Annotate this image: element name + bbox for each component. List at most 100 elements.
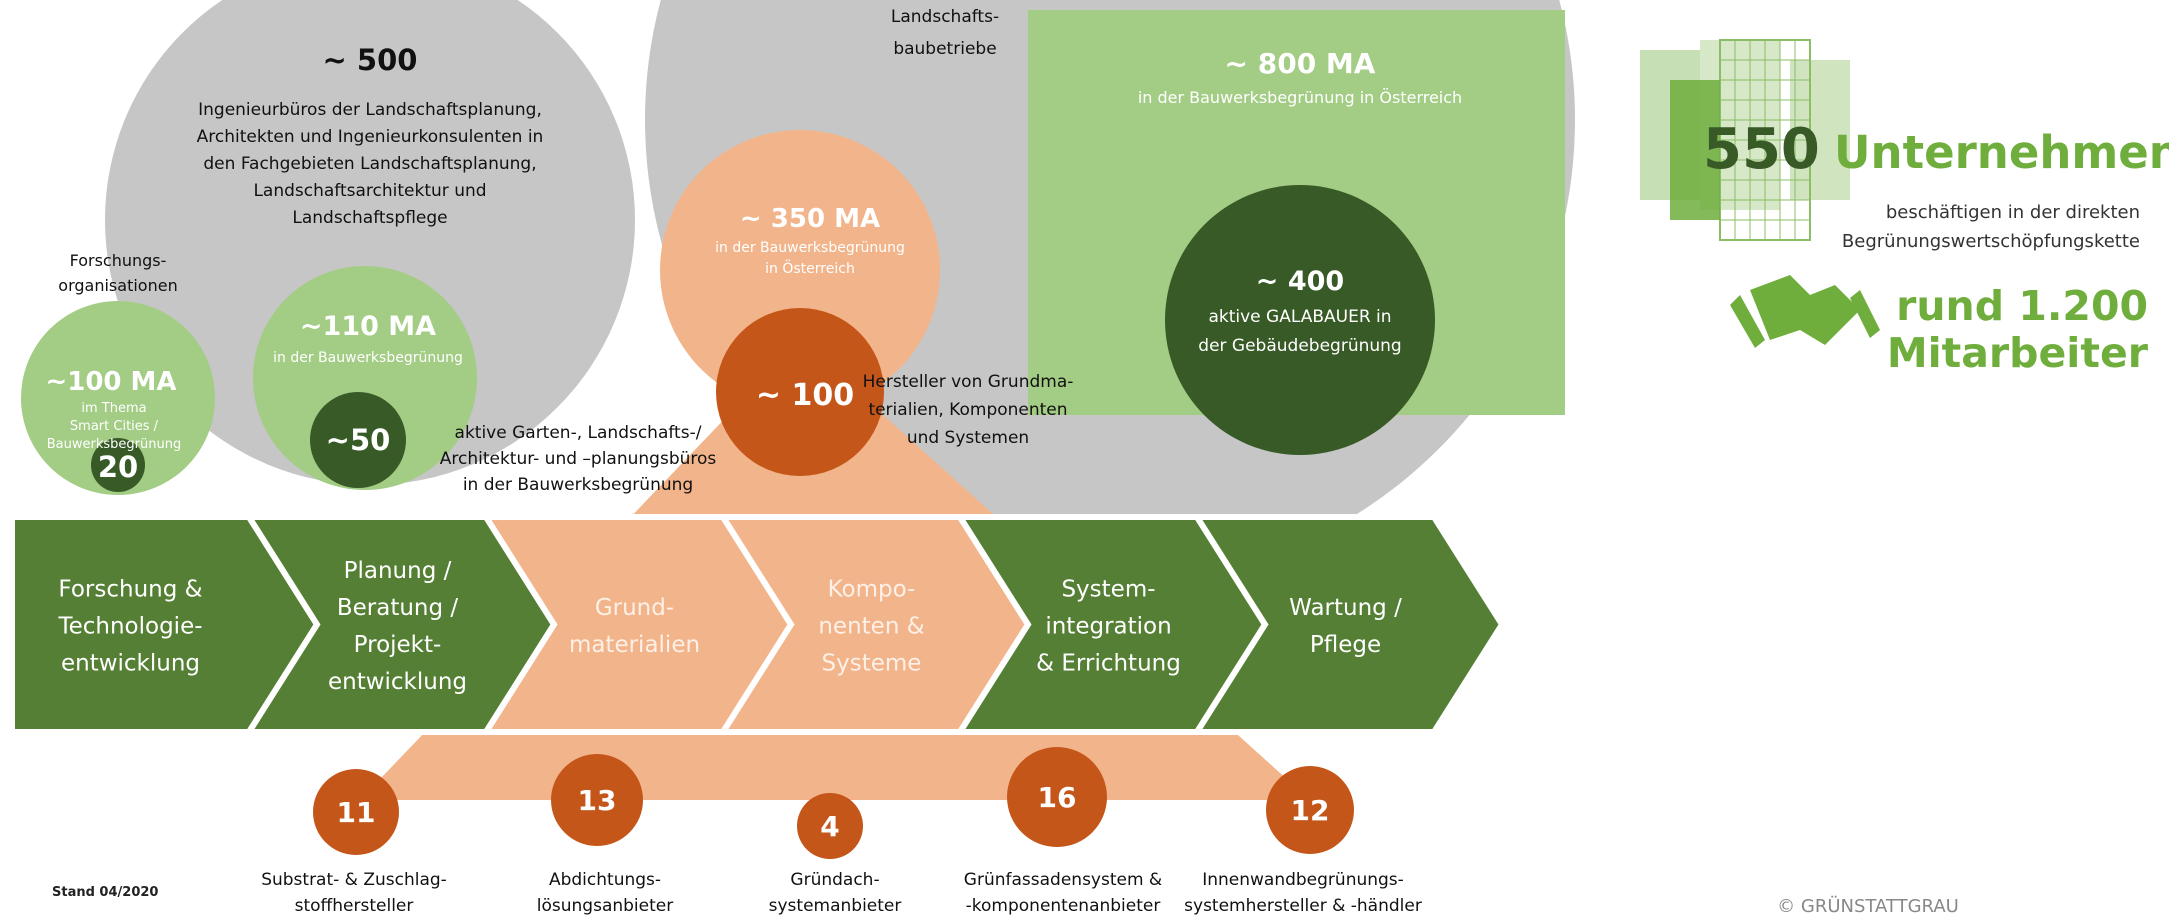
chain-step-label: Forschung & [58, 577, 202, 603]
research-ma-subtitle-line: im Thema [81, 401, 146, 416]
companies-subtitle: beschäftigen in der direktenBegrünungswe… [1842, 202, 2140, 252]
planning-ma-circle [253, 266, 477, 490]
segment-label-line: Abdichtungs- [549, 870, 661, 890]
manufacturers-description: Hersteller von Grundma-terialien, Kompon… [863, 372, 1074, 448]
planning-offices-line: Ingenieurbüros der Landschaftsplanung, [198, 100, 542, 120]
chain-step-label: Beratung / [337, 595, 459, 621]
research-ma-value: ~100 MA [45, 367, 176, 397]
manufacturers-description-line: terialien, Komponenten [868, 400, 1067, 420]
date-stamp: Stand 04/2020 [52, 885, 158, 900]
landscape-label-line: baubetriebe [893, 39, 996, 59]
segment-count-circle [1266, 766, 1354, 854]
chain-step-label: nenten & [818, 614, 924, 640]
chain-step-label: entwicklung [61, 651, 200, 677]
research-ma-subtitle-line: Bauwerksbegrünung [47, 437, 181, 452]
galabauer-description-line: der Gebäudebegrünung [1198, 336, 1401, 356]
planning-count-description-line: aktive Garten-, Landschafts-/ [455, 423, 702, 443]
value-chain: Forschung & Technologie-entwicklung Planun… [9, 514, 1506, 735]
segment-label-line: Innenwandbegrünungs- [1202, 870, 1404, 890]
planning-offices-line: den Fachgebieten Landschaftsplanung, [203, 154, 536, 174]
research-ma-subtitle-line: Smart Cities / [70, 419, 159, 434]
segment-label-line: -komponentenanbieter [966, 896, 1161, 916]
segment-label-line: systemanbieter [769, 896, 902, 916]
planning-count-description-line: in der Bauwerksbegrünung [463, 475, 693, 495]
segment-label-line: Grünfassadensystem & [964, 870, 1162, 890]
planning-ma-subtitle: in der Bauwerksbegrünung [273, 350, 463, 366]
landscape-label-line: Landschafts- [891, 7, 999, 27]
handshake-icon [1730, 275, 1880, 348]
materials-ma-subtitle-line: in Österreich [765, 259, 855, 277]
buildings-icon [1640, 39, 1850, 241]
segment-count-circle [313, 769, 399, 855]
materials-ma-circle [660, 130, 940, 410]
chain-step-label: entwicklung [328, 669, 467, 695]
chain-step-label: materialien [569, 632, 700, 658]
segment-count-circle [797, 793, 863, 859]
chain-step-label: Projekt- [354, 632, 442, 658]
chain-step-label: Planung / [344, 558, 452, 584]
segment-label-line: Substrat- & Zuschlag- [261, 870, 447, 890]
landscape-ma-value: ~ 800 MA [1225, 47, 1376, 80]
chain-step-label: & Errichtung [1036, 651, 1181, 677]
segment-count-value: 12 [1291, 794, 1330, 827]
manufacturers-description-line: Hersteller von Grundma- [863, 372, 1074, 392]
companies-subtitle-line: Begrünungswertschöpfungskette [1842, 231, 2140, 252]
planning-offices-line: Landschaftsarchitektur und [253, 181, 486, 201]
segment-count-value: 13 [578, 784, 617, 817]
planning-ma-value: ~110 MA [300, 311, 436, 342]
segment-label-line: systemhersteller & -händler [1184, 896, 1422, 916]
planning-offices-description: Ingenieurbüros der Landschaftsplanung, Ar… [197, 100, 544, 228]
landscape-ma-subtitle: in der Bauwerksbegrünung in Österreich [1138, 88, 1462, 107]
planning-count-description: aktive Garten-, Landschafts-/ Architektur… [440, 423, 717, 495]
research-org-label: Forschungs-organisationen [58, 251, 177, 295]
chain-step-label: Grund- [595, 595, 674, 621]
chain-step-label: Technologie- [57, 614, 202, 640]
segment-label-line: lösungsanbieter [537, 896, 673, 916]
materials-ma-subtitle-line: in der Bauwerksbegrünung [715, 240, 905, 256]
segment-count-value: 16 [1038, 781, 1077, 814]
chain-step-label: System- [1061, 577, 1155, 603]
chain-step-label: Wartung / [1289, 595, 1402, 621]
planning-offices-line: Landschaftspflege [292, 208, 447, 228]
manufacturers-count-value: ~ 100 [756, 378, 854, 413]
companies-word: Unternehmen [1834, 126, 2169, 179]
segment-count-circle [551, 754, 643, 846]
research-org-label-line: organisationen [58, 276, 177, 295]
segment-count-value: 4 [820, 810, 839, 843]
landscape-companies-label: Landschafts-baubetriebe [891, 7, 999, 59]
companies-subtitle-line: beschäftigen in der direkten [1886, 202, 2140, 223]
chain-step-label: Pflege [1310, 632, 1381, 658]
chain-step-label: Systeme [822, 651, 922, 677]
materials-ma-subtitle: in der Bauwerksbegrünung in Österreich [715, 240, 905, 277]
chain-step-label: integration [1045, 614, 1171, 640]
research-count-circle [91, 438, 145, 492]
chain-step-6 [1191, 514, 1506, 735]
segment-count-circle [1007, 747, 1107, 847]
planning-count-value: ~50 [326, 423, 391, 457]
galabauer-count-value: ~ 400 [1256, 266, 1344, 297]
planning-offices-line: Architekten und Ingenieurkonsulenten in [197, 127, 544, 147]
planning-offices-count: ~ 500 [323, 43, 418, 77]
research-ma-circle [21, 301, 215, 495]
segment-count-value: 11 [337, 796, 376, 829]
planning-count-description-line: Architektur- und –planungsbüros [440, 449, 717, 469]
research-org-label-line: Forschungs- [70, 251, 167, 270]
materials-ma-value: ~ 350 MA [740, 204, 880, 234]
galabauer-circle [1165, 185, 1435, 455]
manufacturers-description-line: und Systemen [907, 428, 1029, 448]
galabauer-description: aktive GALABAUER in der Gebäudebegrünung [1198, 307, 1401, 356]
segment-label-line: stoffhersteller [295, 896, 414, 916]
employees-line: Mitarbeiter [1887, 329, 2149, 377]
manufacturers-count-circle [716, 308, 884, 476]
segment-label-line: Gründach- [790, 870, 879, 890]
planning-count-circle [310, 392, 406, 488]
copyright: © GRÜNSTATTGRAU [1777, 895, 1959, 916]
employees-line: rund 1.200 [1896, 282, 2148, 330]
galabauer-description-line: aktive GALABAUER in [1208, 307, 1391, 327]
chain-step-label: Kompo- [828, 577, 916, 603]
research-count-value: 20 [98, 450, 138, 484]
companies-number: 550 [1703, 117, 1820, 182]
planning-offices-circle [105, 0, 635, 485]
